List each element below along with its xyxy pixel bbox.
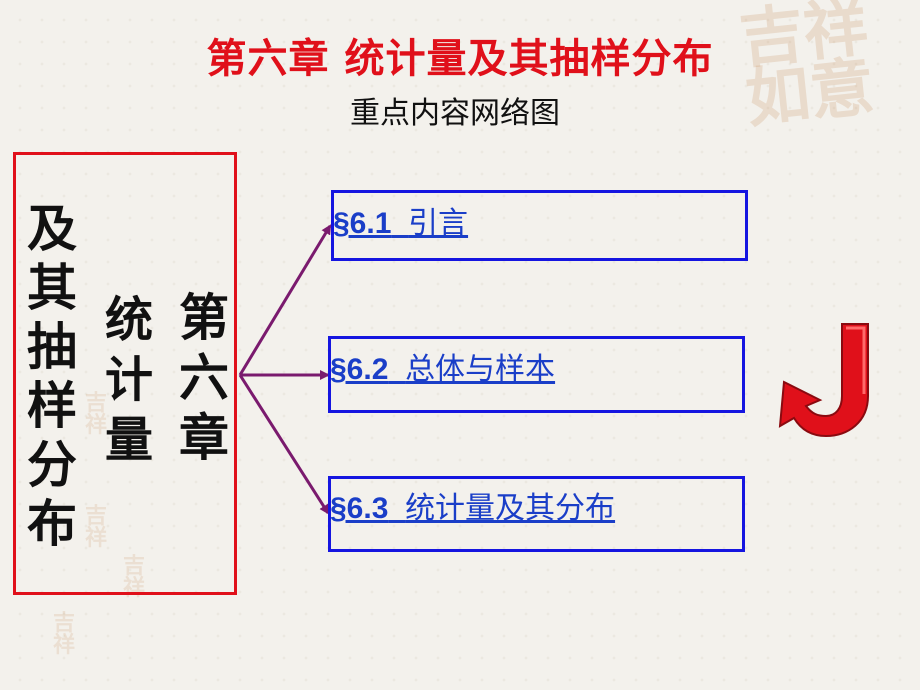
chapter-box xyxy=(13,152,237,595)
chapter-text-col2: 统 计 量 xyxy=(97,290,161,470)
topic-box-2 xyxy=(328,336,745,413)
topic-link-6-2[interactable]: §6.2 总体与样本 xyxy=(330,344,555,388)
chapter-text-col1: 及 其 抽 样 分 布 xyxy=(20,200,84,554)
vertical-char: 量 xyxy=(104,412,153,468)
arrow-to-topic-1 xyxy=(238,224,332,376)
topic-number: §6.1 xyxy=(333,207,392,240)
topic-title: 总体与样本 xyxy=(405,352,556,387)
topic-number: §6.2 xyxy=(330,353,389,386)
arrow-to-topic-3 xyxy=(238,374,330,515)
topic-link-6-3[interactable]: §6.3 统计量及其分布 xyxy=(330,483,615,527)
return-arrow-icon[interactable] xyxy=(770,318,880,438)
vertical-char: 六 xyxy=(179,349,229,407)
vertical-char: 统 xyxy=(104,292,153,348)
vertical-char: 样 xyxy=(27,377,77,435)
vertical-char: 抽 xyxy=(27,318,77,376)
topic-number: §6.3 xyxy=(330,492,389,525)
topic-title: 引言 xyxy=(408,206,469,241)
vertical-char: 第 xyxy=(179,289,229,347)
slide-title: 第六章 统计量及其抽样分布 xyxy=(206,36,714,82)
vertical-char: 布 xyxy=(27,495,77,553)
slide-subtitle: 重点内容网络图 xyxy=(350,96,560,131)
vertical-char: 分 xyxy=(27,436,77,494)
chapter-text-col3: 第 六 章 xyxy=(172,288,236,468)
topic-box-1 xyxy=(331,190,748,261)
topic-box-3 xyxy=(328,476,745,552)
vertical-char: 章 xyxy=(179,409,229,467)
vertical-char: 及 xyxy=(27,200,77,258)
vertical-char: 计 xyxy=(104,352,153,408)
vertical-char: 其 xyxy=(27,259,77,317)
topic-title: 统计量及其分布 xyxy=(405,491,616,526)
topic-link-6-1[interactable]: §6.1 引言 xyxy=(333,198,468,242)
